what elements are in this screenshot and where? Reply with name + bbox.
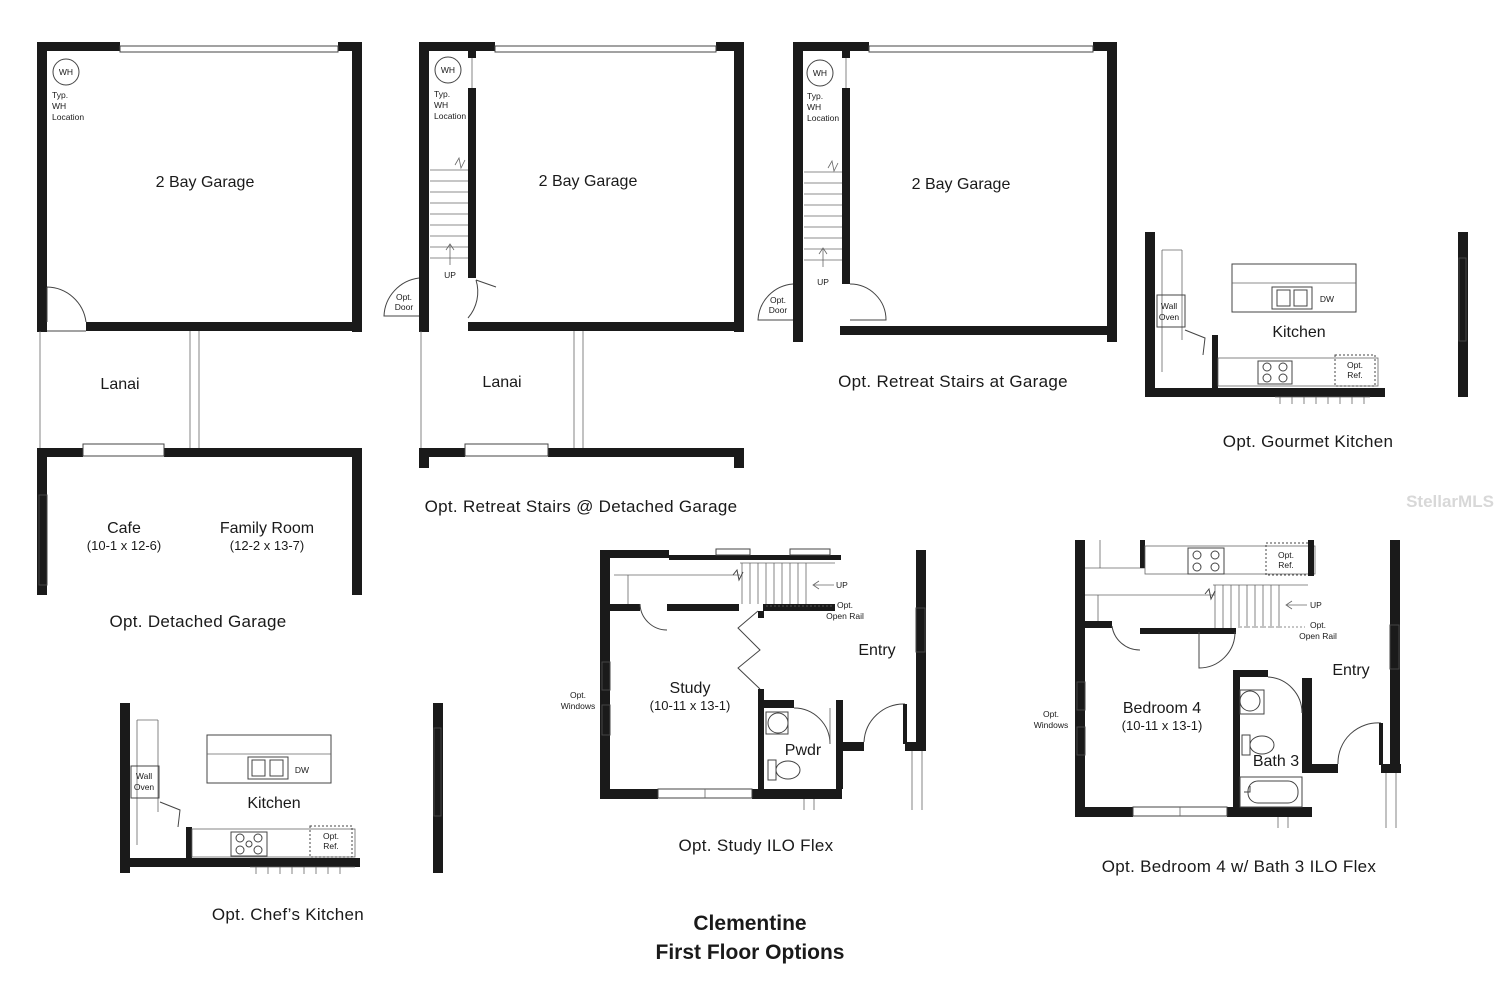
chef-kitchen-plan <box>120 703 443 874</box>
wh-note-line2: WH <box>434 100 448 110</box>
open-rail-line1: Opt. <box>1310 620 1326 630</box>
dishwasher-label: DW <box>1320 294 1334 304</box>
family-room-dimensions: (12-2 x 13-7) <box>230 538 304 553</box>
opt-windows-line2: Windows <box>561 701 595 711</box>
bedroom4-caption: Opt. Bedroom 4 w/ Bath 3 ILO Flex <box>1102 857 1377 876</box>
stairs-up-label: UP <box>444 270 456 280</box>
kitchen-label: Kitchen <box>1272 324 1325 341</box>
wh-note-line2: WH <box>807 102 821 112</box>
wh-note-line2: WH <box>52 101 66 111</box>
gourmet-kitchen-plan <box>1145 232 1468 404</box>
bath-label: Bath 3 <box>1253 753 1299 770</box>
open-rail-line2: Open Rail <box>1299 631 1337 641</box>
opt-door-line2: Door <box>395 302 414 312</box>
opt-ref-line2: Ref. <box>1278 560 1294 570</box>
kitchen-label: Kitchen <box>247 795 300 812</box>
detached-garage-plan <box>37 42 362 595</box>
wh-note-line1: Typ. <box>434 89 450 99</box>
retreat-garage-plan <box>757 42 1117 342</box>
opt-ref-line2: Ref. <box>323 841 339 851</box>
bedroom4-plan <box>1075 540 1401 828</box>
wh-note-line3: Location <box>434 111 466 121</box>
dishwasher-label: DW <box>295 765 309 775</box>
sheet-subtitle: First Floor Options <box>656 941 845 964</box>
retreat-garage-caption: Opt. Retreat Stairs at Garage <box>838 372 1068 391</box>
family-room-label: Family Room <box>220 520 314 537</box>
wh-note-line3: Location <box>52 112 84 122</box>
water-heater-label: WH <box>441 65 455 75</box>
study-caption: Opt. Study ILO Flex <box>679 836 834 855</box>
opt-windows-line1: Opt. <box>570 690 586 700</box>
opt-windows-line1: Opt. <box>1043 709 1059 719</box>
retreat-detached-plan <box>383 42 744 468</box>
study-dimensions: (10-11 x 13-1) <box>650 698 731 713</box>
opt-door-line1: Opt. <box>396 292 412 302</box>
stairs-up-label: UP <box>1310 600 1322 610</box>
stairs-up-label: UP <box>817 277 829 287</box>
entry-label: Entry <box>1332 662 1369 679</box>
gourmet-kitchen-caption: Opt. Gourmet Kitchen <box>1223 432 1393 451</box>
wh-note-line3: Location <box>807 113 839 123</box>
water-heater-label: WH <box>59 67 73 77</box>
opt-ref-line2: Ref. <box>1347 370 1363 380</box>
wh-note-line1: Typ. <box>807 91 823 101</box>
entry-label: Entry <box>858 642 895 659</box>
cafe-dimensions: (10-1 x 12-6) <box>87 538 161 553</box>
study-label: Study <box>670 680 711 697</box>
open-rail-line2: Open Rail <box>826 611 864 621</box>
retreat-detached-caption: Opt. Retreat Stairs @ Detached Garage <box>425 497 738 516</box>
opt-door-line2: Door <box>769 305 788 315</box>
wall-oven-line2: Oven <box>134 782 155 792</box>
water-heater-label: WH <box>813 68 827 78</box>
sheet-title: Clementine <box>693 912 806 935</box>
lanai-label: Lanai <box>482 374 521 391</box>
garage-label: 2 Bay Garage <box>912 176 1011 193</box>
detached-garage-caption: Opt. Detached Garage <box>109 612 286 631</box>
cafe-label: Cafe <box>107 520 141 537</box>
opt-ref-line1: Opt. <box>323 831 339 841</box>
garage-label: 2 Bay Garage <box>539 173 638 190</box>
garage-label: 2 Bay Garage <box>156 174 255 191</box>
lanai-label: Lanai <box>100 376 139 393</box>
wh-note-line1: Typ. <box>52 90 68 100</box>
wall-oven-line2: Oven <box>1159 312 1180 322</box>
open-rail-line1: Opt. <box>837 600 853 610</box>
stairs-up-label: UP <box>836 580 848 590</box>
watermark: StellarMLS <box>1406 492 1494 511</box>
opt-windows-line2: Windows <box>1034 720 1068 730</box>
opt-ref-line1: Opt. <box>1347 360 1363 370</box>
study-plan <box>600 548 926 810</box>
wall-oven-line1: Wall <box>1161 301 1177 311</box>
opt-ref-line1: Opt. <box>1278 550 1294 560</box>
powder-room-label: Pwdr <box>785 742 822 759</box>
chef-kitchen-caption: Opt. Chef’s Kitchen <box>212 905 364 924</box>
bedroom-dimensions: (10-11 x 13-1) <box>1122 718 1203 733</box>
opt-door-line1: Opt. <box>770 295 786 305</box>
wall-oven-line1: Wall <box>136 771 152 781</box>
bedroom-label: Bedroom 4 <box>1123 700 1201 717</box>
